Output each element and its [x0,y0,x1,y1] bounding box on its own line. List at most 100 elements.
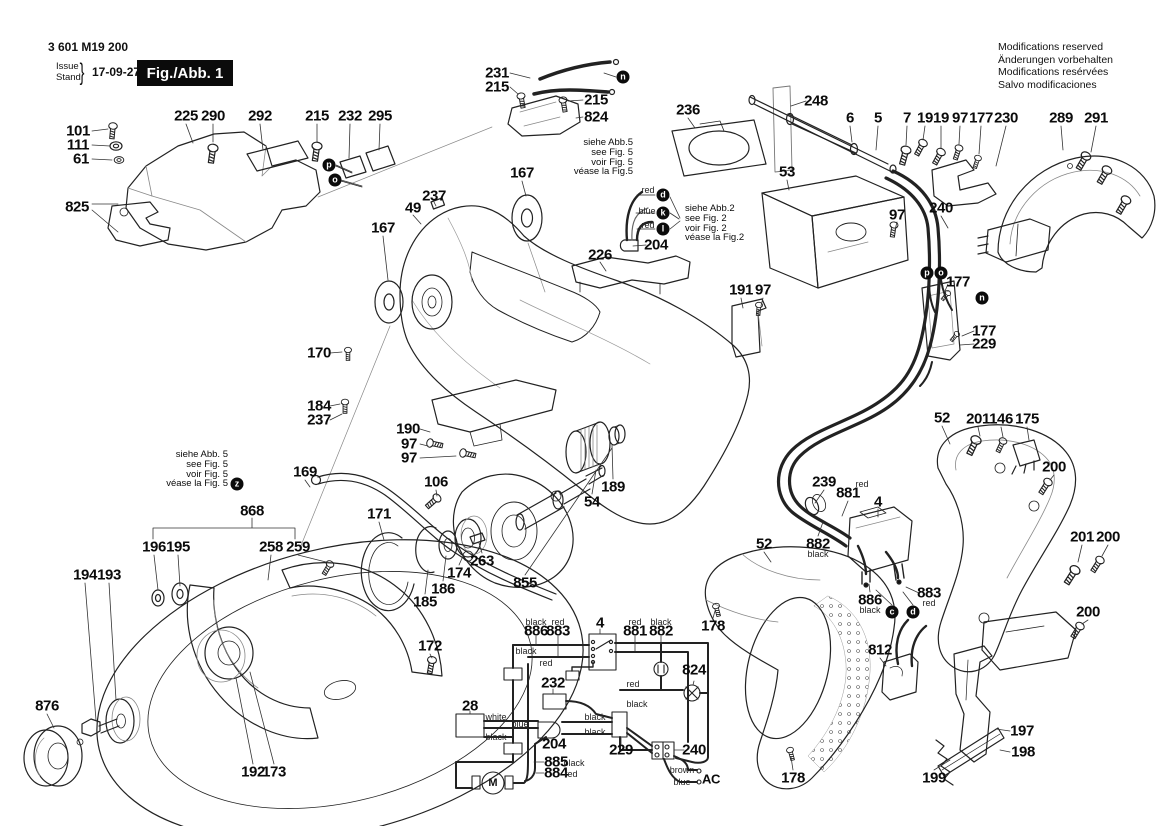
top-right-hardware [887,137,1156,273]
handle-half-left [704,546,896,790]
outer-flange-193-bolt-194 [81,696,141,744]
terminal-295 [365,145,396,172]
circled-letter-badge: k [656,206,670,220]
component-28 [455,713,485,738]
part-number-label: 49 [405,199,421,217]
washer-167-top [511,194,543,242]
part-number-label: 195 [166,538,190,556]
part-number-label: 876 [35,697,59,715]
notice-line: Modifications resérvées [998,66,1109,79]
saw-arm-housing [340,197,767,525]
part-number-label: 7 [903,109,911,127]
part-number-label: 226 [588,246,612,264]
notice-line: Modifications reserved [998,41,1104,53]
circled-letter-badge: o [934,266,948,280]
carbon-brush-812 [881,618,928,701]
part-number-label: 178 [781,769,805,787]
insert-plate-236 [671,119,767,177]
washer-186 [438,530,458,560]
part-number-label: 177 [946,273,970,291]
fence-53 [761,175,909,289]
wire-color-label: black [485,732,507,742]
wire-color-label: black [584,712,606,722]
part-number-label: 97 [755,281,771,299]
wire-color-label: red [539,658,553,668]
pin-237 [430,197,446,210]
label-plate-292 [246,140,309,172]
part-number-label: 824 [584,108,608,126]
spindle-54 [516,492,565,530]
part-number-label: 248 [804,92,828,110]
wire-color-label: blue [673,777,691,787]
inner-flange-192 [196,626,254,683]
part-number-label: 53 [779,163,795,181]
part-number-label: 189 [601,478,625,496]
part-number-label: 225 [174,107,198,125]
part-number-label: 4 [874,493,882,511]
part-number-label: 193 [97,566,121,584]
circled-letter-badge: d [656,188,670,202]
wire-color-label: black [807,549,829,559]
wheel-876 [23,725,84,787]
terminal-232 [339,155,367,179]
circled-letter-badge: z [230,477,244,491]
wire-color-label: black [650,617,672,627]
wiring-diagram [455,633,709,795]
part-number-label: 229 [972,335,996,353]
plug-175 [1011,439,1041,475]
part-number-label: 240 [682,741,706,759]
wire-color-label: brown [669,765,695,775]
part-number-label: 199 [922,769,946,787]
part-number-label: 146 [989,410,1013,428]
part-number-label: 882 [649,622,673,640]
part-number-label: 259 [286,538,310,556]
part-number-label: 883 [917,584,941,602]
notice-line: Salvo modificaciones [998,78,1097,91]
plug-204 [537,721,561,739]
part-number-label: 5 [874,109,882,127]
part-number-label: 236 [676,101,700,119]
ring-171 [360,532,415,612]
part-number-label: 881 [836,484,860,502]
rod-248 [748,85,897,174]
part-number-label: 868 [240,502,264,520]
part-number-label: 178 [701,617,725,635]
part-number-label: 185 [413,593,437,611]
part-number-label: 52 [756,535,772,553]
circled-letter-badge: n [975,291,989,305]
guard-shells-868 [151,558,443,740]
part-number-label: 6 [846,109,854,127]
circled-letter-badge: l [656,222,670,236]
part-number-label: 106 [424,473,448,491]
part-number-label: 215 [584,91,608,109]
construction-lines [299,126,546,549]
part-number-label: 215 [305,107,329,125]
wire-color-label: red [922,598,936,608]
part-number-label: 194 [73,566,97,584]
part-number-label: 190 [396,420,420,438]
connector-204-top [619,190,656,252]
part-number-label: 886 [524,622,548,640]
issue-stand-brace: } [79,59,85,86]
wire-color-label: black [515,646,537,656]
circled-letter-badge: o [328,173,342,187]
wire-color-label: blue [638,206,656,216]
screw-172 [424,655,438,675]
part-number-label: 177 [972,322,996,340]
part-number-label: 97 [401,435,417,453]
pin-263 [469,532,486,545]
part-number-label: 101 [66,122,90,140]
issue-date: 17-09-27 [92,65,141,79]
type-number: 3 601 M19 200 [48,40,129,54]
part-number-label: 289 [1049,109,1073,127]
part-number-label: 290 [201,107,225,125]
part-number-label: 201 [966,410,990,428]
wire-color-label: black [525,617,547,627]
issue-label: Issue [56,61,79,72]
grommet-239 [804,496,820,516]
part-number-label: 883 [546,622,570,640]
